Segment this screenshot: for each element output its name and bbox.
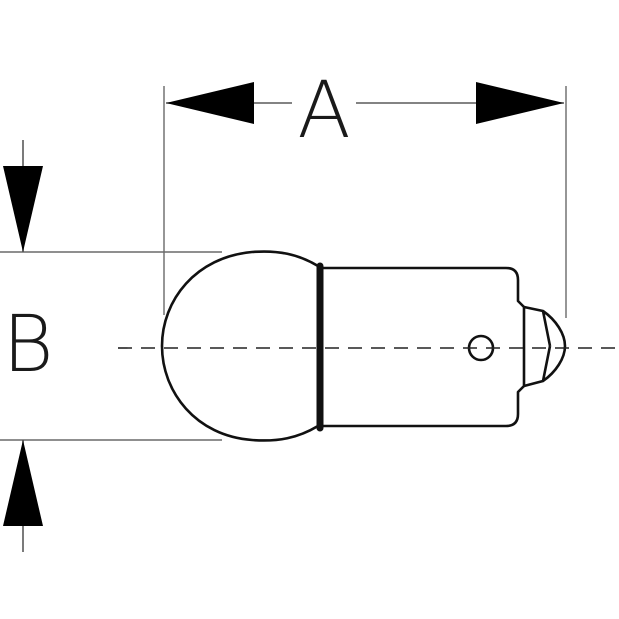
arrow-a-right [476, 82, 564, 124]
arrow-b-bottom [3, 440, 43, 526]
contact-tip-inner-top [541, 310, 552, 347]
bulb-glass [160, 250, 319, 442]
bulb-base [322, 266, 526, 428]
dimension-label-b: B [2, 300, 53, 390]
arrow-a-left [166, 82, 254, 124]
dimension-label-a: A [297, 66, 350, 156]
arrow-b-top [3, 166, 43, 252]
contact-tip-inner-bottom [541, 345, 552, 382]
bulb-contact-tip [523, 305, 567, 388]
